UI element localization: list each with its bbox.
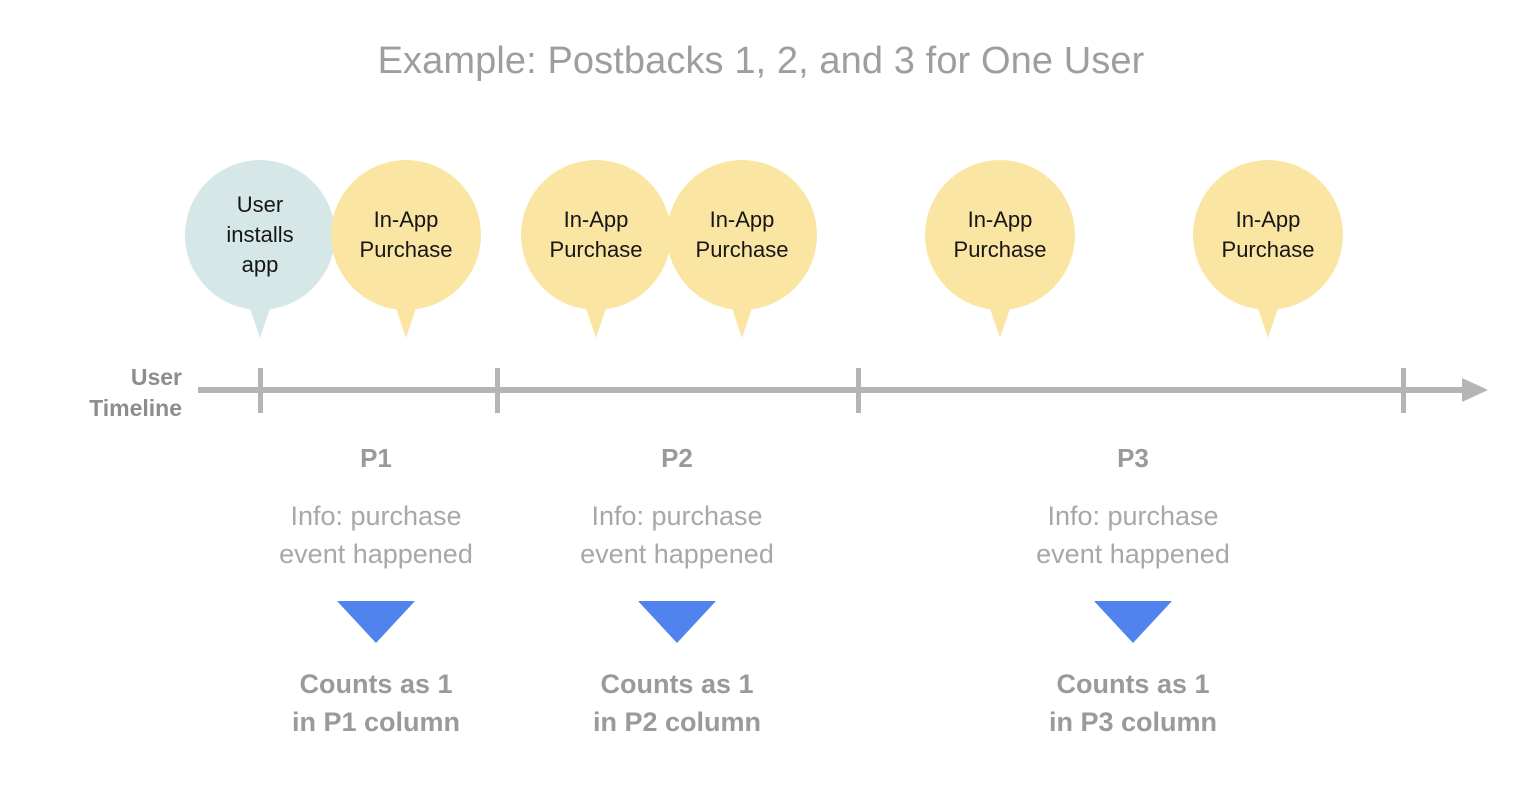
event-bubble-purchase: In-App Purchase (331, 160, 481, 338)
postback-info-text: Info: purchase event happened (580, 501, 774, 569)
down-arrow-icon (638, 600, 716, 643)
timeline-tick (856, 368, 861, 413)
timeline-axis-label: User Timeline (89, 364, 182, 422)
postback-group-p3: P3 Info: purchase event happened Counts … (953, 445, 1313, 741)
event-bubble-install: User installs app (185, 160, 335, 338)
down-arrow-icon (337, 600, 415, 643)
timeline-tick (495, 368, 500, 413)
postback-info-text: Info: purchase event happened (1036, 501, 1230, 569)
event-bubbles-layer: User installs app In-App Purchase In-App… (0, 0, 1522, 360)
page-title: Example: Postbacks 1, 2, and 3 for One U… (377, 40, 1145, 82)
bubble-label: In-App Purchase (953, 207, 1047, 262)
bubble-disc (1193, 160, 1343, 310)
postback-counts-text: Counts as 1 in P1 column (291, 668, 461, 737)
postback-counts-text: Counts as 1 in P2 column (592, 668, 762, 737)
bubble-disc (667, 160, 817, 310)
bubble-label: In-App Purchase (549, 207, 643, 262)
bubble-disc (521, 160, 671, 310)
bubble-disc (925, 160, 1075, 310)
postback-counts-text: Counts as 1 in P3 column (1048, 668, 1218, 737)
down-arrow-icon (1094, 600, 1172, 643)
bubble-label: In-App Purchase (359, 207, 453, 262)
bubble-label: In-App Purchase (695, 207, 789, 262)
postback-name: P3 (1117, 443, 1149, 473)
event-bubble-purchase: In-App Purchase (1193, 160, 1343, 338)
bubble-label: In-App Purchase (1221, 207, 1315, 262)
event-bubble-purchase: In-App Purchase (521, 160, 671, 338)
postback-name: P2 (661, 443, 693, 473)
postback-group-p2: P2 Info: purchase event happened Counts … (497, 445, 857, 741)
postback-group-p1: P1 Info: purchase event happened Counts … (196, 445, 556, 741)
bubble-disc (185, 160, 335, 310)
postback-info-text: Info: purchase event happened (279, 501, 473, 569)
timeline-arrow-icon (1462, 378, 1488, 402)
timeline-tick (1401, 368, 1406, 413)
event-bubble-purchase: In-App Purchase (667, 160, 817, 338)
timeline-axis-line (198, 387, 1470, 393)
bubble-label: User installs app (226, 192, 294, 277)
bubble-disc (331, 160, 481, 310)
postback-name: P1 (360, 443, 392, 473)
event-bubble-purchase: In-App Purchase (925, 160, 1075, 338)
timeline-tick (258, 368, 263, 413)
